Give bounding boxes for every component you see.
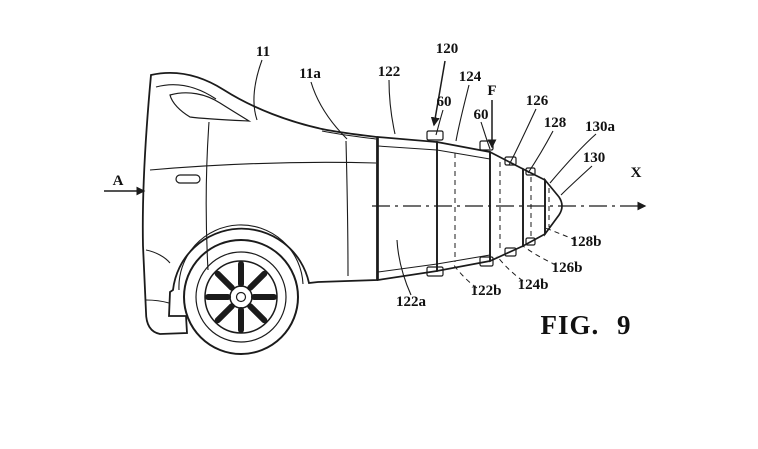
spoke xyxy=(214,270,235,291)
clip-60-top-3 xyxy=(504,156,517,166)
guide-clips-60 xyxy=(426,130,536,277)
leader-lines xyxy=(253,59,597,296)
leader-11 xyxy=(253,59,263,121)
clip-60-bottom-4 xyxy=(525,237,536,246)
decklid-inner-line xyxy=(321,130,377,140)
clip-60-top-1 xyxy=(426,130,444,141)
flow-arrow-label: F xyxy=(487,83,496,99)
clip-60-bottom-2 xyxy=(479,256,494,267)
leader-122b xyxy=(452,263,478,289)
tail-segment-128 xyxy=(522,167,546,248)
bumper-crease-lower xyxy=(145,299,170,304)
body-crease-line xyxy=(149,161,377,171)
tail-segment-122 xyxy=(377,136,438,281)
view-arrow-label-a: A xyxy=(113,173,124,189)
leader-126 xyxy=(508,108,537,166)
leader-60-right xyxy=(480,121,491,150)
wheel-arch-inner-line xyxy=(178,224,304,291)
quarter-panel-seam xyxy=(345,140,349,277)
ref-label-126b: 126b xyxy=(552,260,583,276)
wheel-hub xyxy=(229,285,253,309)
tire-outer xyxy=(183,239,299,355)
ref-label-11a: 11a xyxy=(299,66,321,82)
segment-124-top-inner-line xyxy=(436,149,491,160)
spoke xyxy=(214,303,235,324)
ref-label-128b: 128b xyxy=(571,234,602,250)
ref-label-60-left: 60 xyxy=(437,94,452,110)
segment-122-top-inner-line xyxy=(377,145,438,151)
leader-126b xyxy=(522,245,557,266)
rear-quarter-window xyxy=(169,92,252,122)
clip-60-bottom-1 xyxy=(426,266,444,277)
vehicle-rear xyxy=(141,71,378,335)
leader-130a xyxy=(549,133,597,184)
spoke xyxy=(247,303,268,324)
leader-122 xyxy=(388,79,396,135)
leader-128b xyxy=(544,227,577,241)
clip-60-bottom-3 xyxy=(504,247,517,257)
boat-tail-assembly xyxy=(377,130,563,281)
segment-122-bottom-inner-line xyxy=(377,263,438,273)
ref-label-126: 126 xyxy=(526,93,549,109)
axis-label-x: X xyxy=(631,165,642,181)
leader-130 xyxy=(560,165,593,196)
tire-inner xyxy=(195,251,287,343)
ref-label-122a: 122a xyxy=(396,294,427,310)
leader-128 xyxy=(527,130,554,174)
figure-caption: FIG. 9 xyxy=(540,310,631,340)
dashed-leader-lines xyxy=(452,227,577,289)
ref-label-124b: 124b xyxy=(518,277,549,293)
leader-122a xyxy=(396,239,412,296)
ref-label-120: 120 xyxy=(436,41,459,57)
leader-11a xyxy=(310,81,348,140)
door-handle xyxy=(175,174,201,184)
ref-label-11: 11 xyxy=(256,44,270,60)
tail-nose-cone-130 xyxy=(544,177,563,237)
bumper-crease-upper xyxy=(145,249,171,264)
pointer-arrow-120 xyxy=(430,60,446,127)
wheel-hub-center xyxy=(235,291,247,303)
door-seam xyxy=(205,121,210,271)
ref-label-130a: 130a xyxy=(585,119,616,135)
wheel-spokes xyxy=(205,261,277,333)
clip-60-top-2 xyxy=(479,140,494,151)
rear-wheel xyxy=(183,239,299,355)
leader-60-left xyxy=(435,109,444,136)
spoke xyxy=(247,270,268,291)
clip-60-top-4 xyxy=(525,167,536,176)
ref-label-130: 130 xyxy=(583,150,606,166)
ref-label-60-right: 60 xyxy=(474,107,489,123)
direction-arrows xyxy=(104,60,497,196)
leader-124 xyxy=(455,84,470,142)
ref-label-128: 128 xyxy=(544,115,567,131)
reference-labels: 11 11a 122 120 124 60 F 60 126 128 130a … xyxy=(113,41,642,310)
ref-label-122: 122 xyxy=(378,64,401,80)
car-body-outline xyxy=(141,71,378,335)
ref-label-124: 124 xyxy=(459,69,482,85)
leader-124b xyxy=(496,255,524,282)
ref-label-122b: 122b xyxy=(471,283,502,299)
hidden-edge-lines xyxy=(454,153,550,262)
roof-inner-line xyxy=(155,84,217,100)
